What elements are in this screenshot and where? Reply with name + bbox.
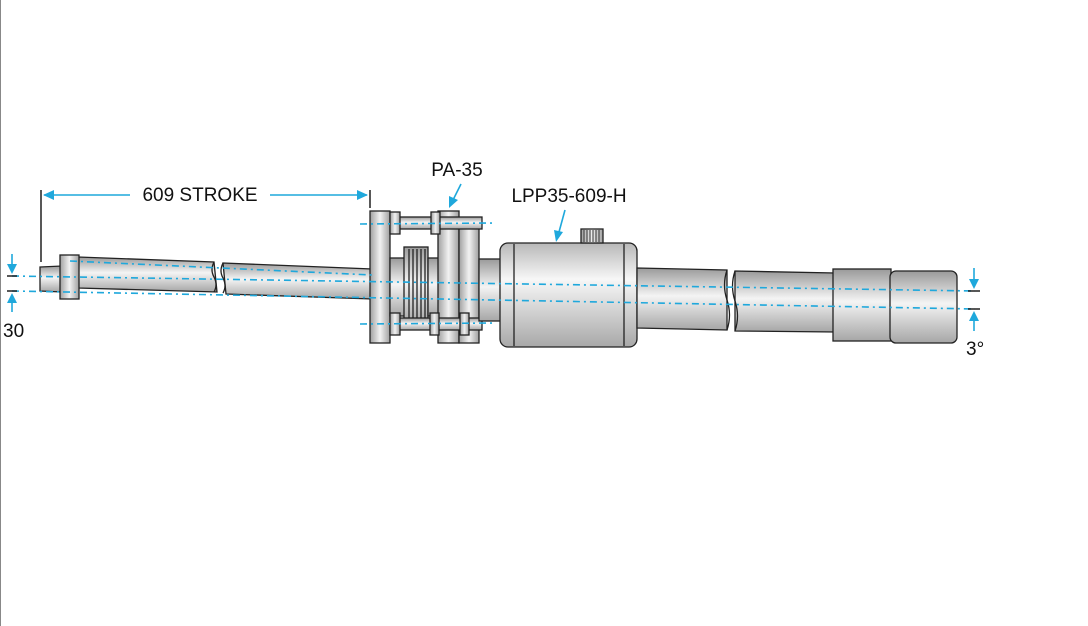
stroke-dimension: 609 STROKE	[40, 185, 371, 262]
stroke-label: 609 STROKE	[142, 185, 257, 206]
rod-end-stub	[39, 265, 63, 293]
angle-arrow-bottom	[969, 311, 979, 321]
barrel-break-left	[723, 269, 731, 331]
end-cap-left	[832, 268, 892, 342]
offset-dimension: 30	[3, 254, 24, 342]
knob-knurl	[583, 230, 600, 242]
centerline-angled	[11, 290, 976, 310]
offset-label: 30	[3, 321, 24, 342]
actuator-body	[499, 242, 638, 348]
barrel-segment-right	[734, 270, 836, 333]
center-lines	[11, 222, 976, 325]
coupling-label: PA-35	[431, 160, 482, 181]
rod-break-right	[220, 262, 226, 294]
stroke-arrow-right	[357, 190, 368, 200]
stroke-arrow-left	[43, 190, 54, 200]
centerline-bolt-bottom	[359, 322, 495, 325]
centerline-bolt-top	[359, 222, 495, 225]
actuator-label: LPP35-609-H	[511, 186, 626, 207]
lpp35-actuator	[478, 228, 958, 348]
coupling-arrow	[449, 196, 458, 208]
angle-arrow-top	[969, 279, 979, 289]
barrel-break-right	[731, 270, 739, 332]
bellows-ribs	[408, 249, 426, 322]
actuator-leader	[558, 209, 566, 233]
offset-arrow-top	[7, 264, 17, 274]
actuator-callout: LPP35-609-H	[511, 186, 627, 242]
offset-arrow-bottom	[7, 293, 17, 303]
angle-label: 3°	[966, 339, 984, 360]
pa35-coupling	[369, 210, 483, 344]
coupling-leader	[452, 183, 462, 201]
actuator-arrow	[554, 230, 563, 242]
coupling-callout: PA-35	[431, 160, 483, 208]
barrel-segment-left	[636, 267, 728, 331]
angle-dimension: 3°	[966, 268, 984, 360]
rod-break-left	[211, 261, 217, 293]
centerline-horizontal	[11, 275, 976, 292]
